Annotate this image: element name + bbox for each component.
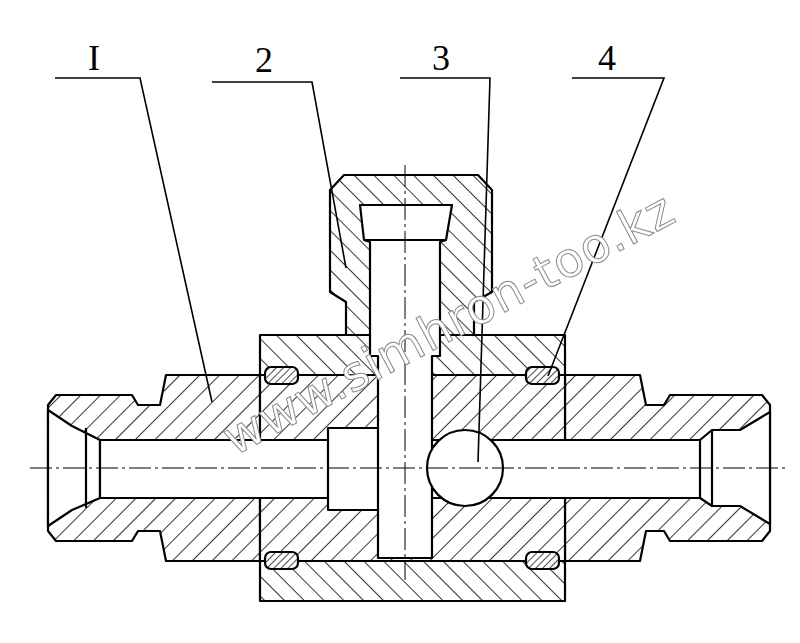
center-line xyxy=(30,165,788,580)
section-body xyxy=(48,175,770,601)
callout-number: 2 xyxy=(255,42,273,78)
callout-number: 4 xyxy=(598,40,616,76)
callout-number: 3 xyxy=(432,40,450,76)
callout-number: I xyxy=(88,40,100,76)
